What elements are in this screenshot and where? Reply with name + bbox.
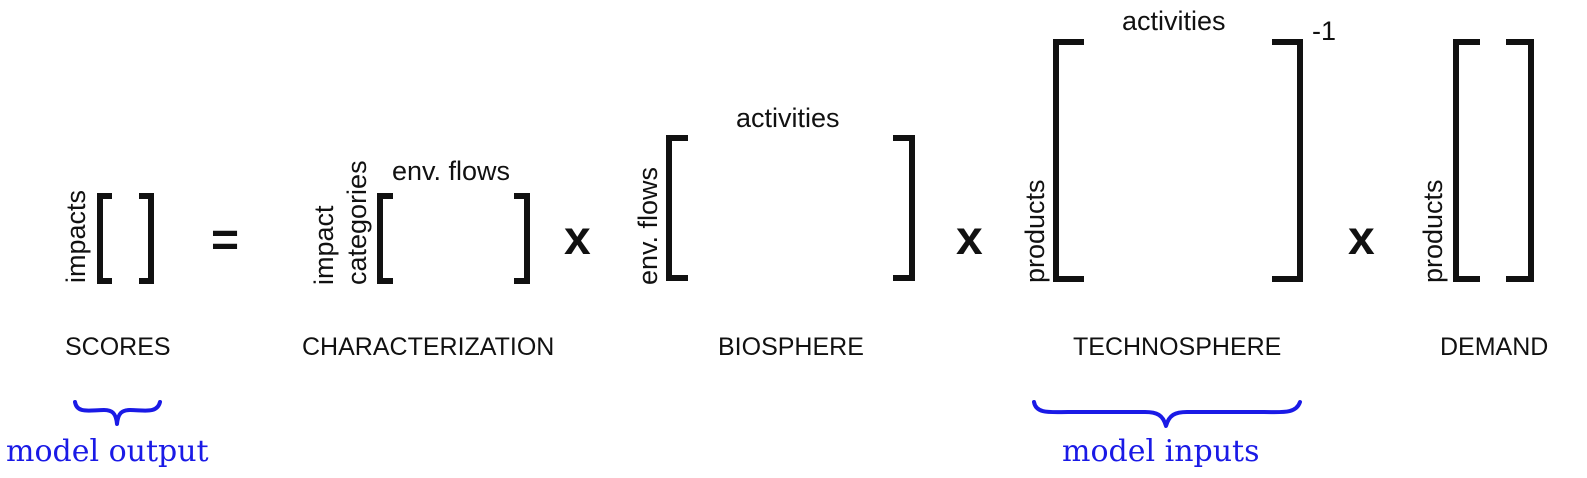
model-output-label: model output xyxy=(6,434,209,469)
scores-row-label: impacts xyxy=(61,190,91,283)
times-sign-2: x xyxy=(956,212,983,265)
characterization-left-bracket xyxy=(377,193,393,284)
biosphere-matrix: env. flows activities BIOSPHERE xyxy=(633,103,915,361)
technosphere-left-bracket xyxy=(1053,39,1084,282)
demand-row-label: products xyxy=(1418,179,1448,283)
scores-left-bracket xyxy=(97,193,112,284)
model-inputs-annotation: model inputs xyxy=(1032,400,1302,469)
demand-vector: products DEMAND xyxy=(1418,39,1548,361)
characterization-matrix: impact categories env. flows CHARACTERIZ… xyxy=(302,156,554,361)
characterization-row-label-line2: categories xyxy=(342,160,372,285)
characterization-name: CHARACTERIZATION xyxy=(302,333,554,361)
demand-name: DEMAND xyxy=(1440,333,1548,361)
technosphere-name: TECHNOSPHERE xyxy=(1073,333,1281,361)
technosphere-col-label: activities xyxy=(1122,6,1226,36)
biosphere-name: BIOSPHERE xyxy=(718,333,864,361)
technosphere-inverse-exponent: -1 xyxy=(1312,16,1336,46)
demand-right-bracket xyxy=(1506,39,1534,282)
model-inputs-brace xyxy=(1032,400,1302,428)
scores-right-bracket xyxy=(139,193,154,284)
characterization-row-label-line1: impact xyxy=(309,205,339,285)
model-inputs-label: model inputs xyxy=(1062,434,1260,469)
characterization-right-bracket xyxy=(514,193,530,284)
technosphere-matrix: products activities -1 TECHNOSPHERE xyxy=(1020,6,1336,361)
scores-name: SCORES xyxy=(65,333,171,361)
biosphere-col-label: activities xyxy=(736,103,840,133)
model-output-brace xyxy=(73,400,162,426)
demand-left-bracket xyxy=(1453,39,1480,282)
technosphere-right-bracket xyxy=(1272,39,1303,282)
scores-matrix: impacts SCORES xyxy=(61,190,171,361)
biosphere-right-bracket xyxy=(893,135,915,281)
model-output-annotation: model output xyxy=(6,400,209,469)
technosphere-row-label: products xyxy=(1020,179,1050,283)
times-sign-3: x xyxy=(1348,212,1375,265)
biosphere-row-label: env. flows xyxy=(633,167,663,285)
characterization-col-label: env. flows xyxy=(392,156,510,186)
biosphere-left-bracket xyxy=(666,135,688,281)
equals-sign: = xyxy=(211,214,239,267)
times-sign-1: x xyxy=(564,212,591,265)
